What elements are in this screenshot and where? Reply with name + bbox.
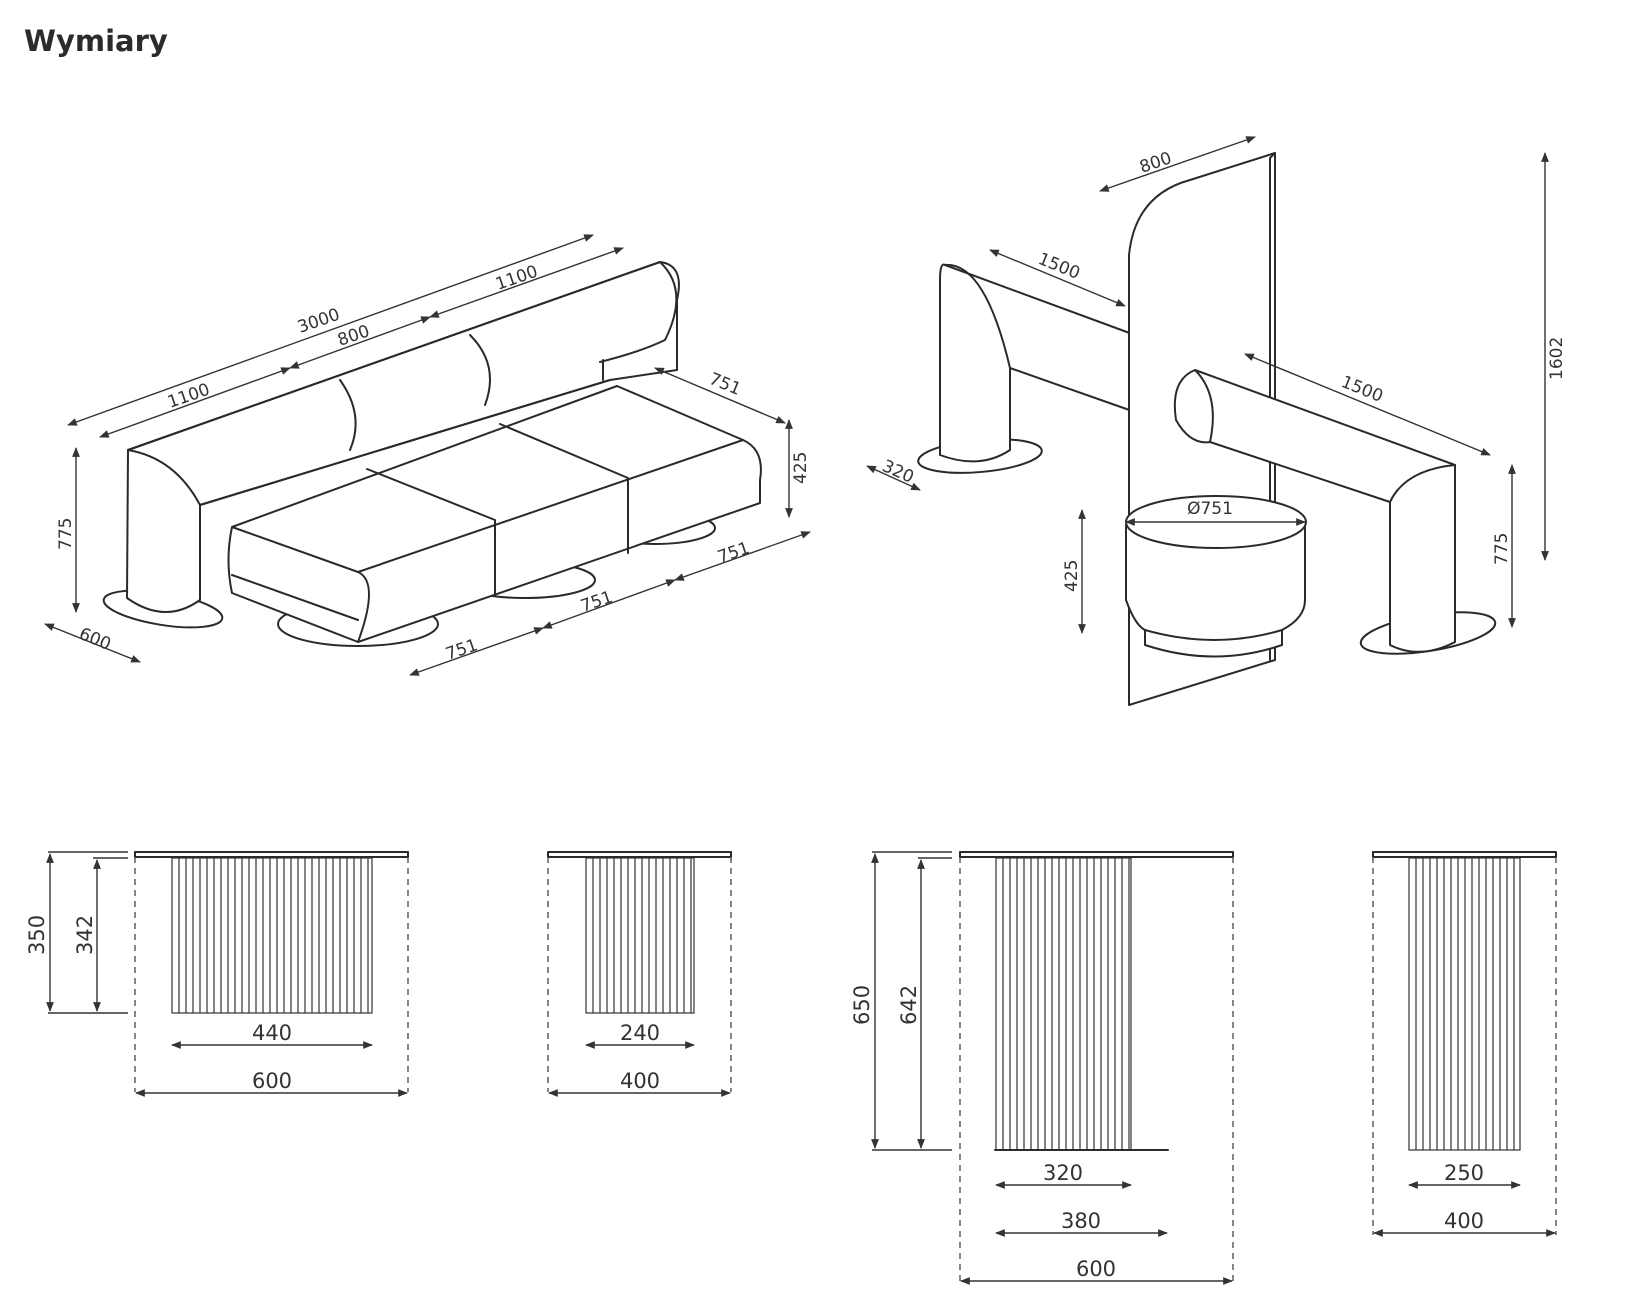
bench-total-height-label: 1602 (1547, 337, 1567, 380)
sofa-module-1-label: 751 (443, 635, 480, 664)
table-2-base-width-label: 240 (620, 1021, 660, 1045)
table-4-base-width-label: 250 (1444, 1161, 1484, 1185)
table-4-top (1372, 851, 1557, 858)
table-1-height-total-label: 350 (25, 915, 49, 955)
sofa-back-height-label: 775 (56, 518, 76, 550)
table-1-top (134, 851, 409, 858)
bench-pouf-diameter-label: Ø751 (1187, 499, 1233, 519)
table-low-small: 240 400 (547, 851, 732, 1097)
bench-drawing (917, 152, 1497, 706)
sofa-seat (227, 385, 762, 643)
table-2-top-width-label: 400 (620, 1069, 660, 1093)
table-base-outline (995, 857, 1132, 1151)
table-1-height-base-label: 342 (73, 915, 97, 955)
table-3-base (995, 857, 1132, 1151)
table-3-foot-width-label: 380 (1061, 1209, 1101, 1233)
table-high-small: 250 400 (1372, 851, 1557, 1237)
table-3-top (959, 851, 1234, 858)
bench-left-arm (939, 263, 1136, 463)
table-base-outline (171, 857, 373, 1014)
table-4-base (1408, 857, 1521, 1151)
table-3-height-total-label: 650 (850, 985, 874, 1025)
bench-arm-height-label: 775 (1492, 533, 1512, 565)
table-4-top-width-label: 400 (1444, 1209, 1484, 1233)
sofa-segment-left-label: 1100 (165, 380, 212, 413)
sofa-seat-height-label: 425 (791, 452, 811, 484)
table-3-height-base-label: 642 (897, 985, 921, 1025)
sofa-seat-depth-label: 751 (706, 369, 744, 400)
sofa-module-2-label: 751 (578, 587, 615, 616)
page-title: Wymiary (24, 24, 168, 58)
table-3-base-width-label: 320 (1043, 1161, 1083, 1185)
table-2-base (585, 857, 695, 1014)
table-1-base (171, 857, 373, 1014)
table-3-top-width-label: 600 (1076, 1257, 1116, 1281)
sofa-left-arm (126, 449, 201, 613)
sofa-depth-label: 600 (76, 624, 114, 655)
table-1-base-width-label: 440 (252, 1021, 292, 1045)
table-base-outline (585, 857, 695, 1014)
table-high-large: 650 642 320 380 600 (850, 851, 1234, 1285)
table-2-top (547, 851, 732, 858)
bench-arm-width-label: 320 (879, 456, 917, 487)
sofa-drawing (102, 261, 762, 647)
table-1-top-width-label: 600 (252, 1069, 292, 1093)
bench-pouf-height-label: 425 (1062, 560, 1082, 592)
sofa-module-3-label: 751 (715, 538, 752, 567)
bench-screen-width-label: 800 (1137, 148, 1174, 177)
sofa-segment-right-label: 1100 (493, 262, 540, 295)
bench-pouf (1125, 519, 1306, 658)
table-low-large: 350 342 440 600 (25, 851, 409, 1097)
